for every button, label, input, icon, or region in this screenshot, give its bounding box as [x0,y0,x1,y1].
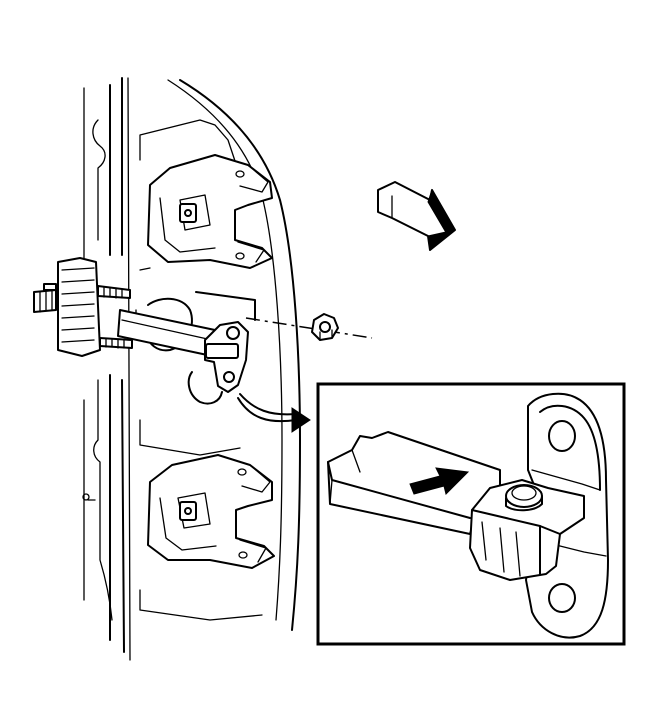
lower-hinge-icon [147,454,275,569]
check-link-detail-icon [316,382,626,646]
upper-hinge-icon [147,154,273,269]
alignment-centerline [245,317,373,339]
door-check-link-icon [33,257,256,405]
hex-nut-icon [311,313,339,341]
removal-direction-arrow-icon [377,181,456,251]
callout-arrow-icon [237,393,311,433]
